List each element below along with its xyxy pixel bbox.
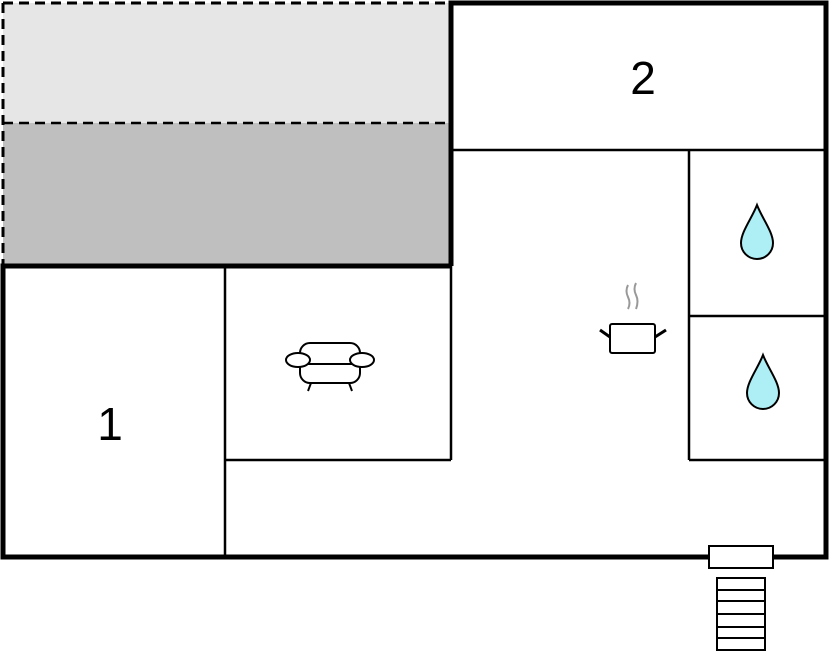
water-drop-icon bbox=[745, 352, 781, 410]
terrace-area bbox=[1, 1, 451, 266]
water-drop-icon bbox=[739, 202, 775, 260]
terrace-dark bbox=[3, 123, 451, 266]
outer-walls bbox=[0, 0, 829, 560]
stairs-icon bbox=[716, 577, 766, 651]
cooking-pot-icon bbox=[599, 282, 667, 354]
room-label-2: 2 bbox=[630, 52, 656, 104]
door-threshold bbox=[708, 545, 774, 569]
terrace-light bbox=[3, 3, 451, 123]
sofa-icon bbox=[285, 342, 375, 392]
interior-walls bbox=[223, 148, 826, 557]
room-label-1: 1 bbox=[97, 398, 123, 450]
entrance bbox=[708, 545, 774, 569]
